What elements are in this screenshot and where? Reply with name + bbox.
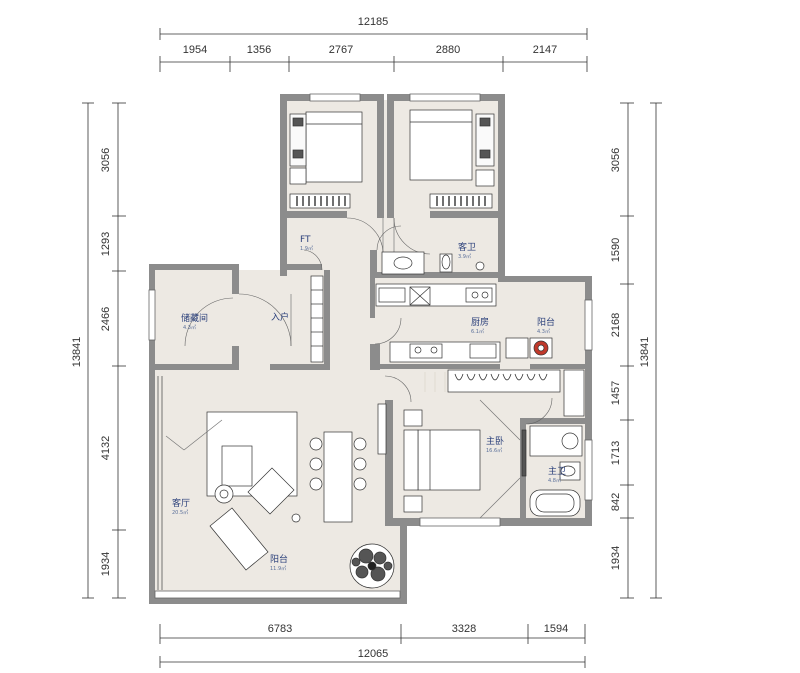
room-label-master-bath: 主卫 — [548, 465, 566, 477]
top-dimension-2: 1356 — [247, 44, 271, 56]
room-area-kitchen: 6.1㎡ — [471, 328, 484, 335]
room-area-guest-bath: 3.9㎡ — [458, 253, 471, 260]
top-dimension-1: 1954 — [183, 44, 207, 56]
room-area-balcony: 11.9㎡ — [270, 565, 286, 572]
windows — [148, 93, 593, 599]
room-area-storage: 4.3㎡ — [183, 324, 196, 331]
bedroom-3-furniture — [409, 109, 495, 209]
right-dimension-6: 842 — [610, 493, 622, 511]
bottom-dimension-3: 1594 — [544, 623, 568, 635]
right-dimension-7: 1934 — [610, 546, 622, 570]
master-bedroom-furniture — [403, 369, 585, 519]
entry-cabinet — [310, 275, 324, 363]
plant — [349, 543, 395, 589]
room-label-entry: 入户 — [271, 311, 289, 323]
bottom-total-dimension: 12065 — [358, 648, 389, 660]
living-window — [157, 376, 163, 590]
kitchen-fixtures — [375, 283, 501, 363]
right-dimension-1: 3056 — [610, 148, 622, 172]
right-dimension-2: 1590 — [610, 238, 622, 262]
room-label-living-room: 客厅 — [172, 497, 190, 509]
left-dimension-2: 1293 — [100, 232, 112, 256]
bottom-dimension-lines — [159, 624, 586, 668]
left-dimension-4: 4132 — [100, 436, 112, 460]
master-bath-fixtures — [529, 425, 583, 517]
right-dimension-lines — [620, 102, 662, 599]
top-dimension-5: 2147 — [533, 44, 557, 56]
bottom-dimension-2: 3328 — [452, 623, 476, 635]
room-label-storage: 储藏间 — [181, 312, 208, 324]
top-dimension-4: 2880 — [436, 44, 460, 56]
room-label-guest-bath: 客卫 — [458, 241, 476, 253]
left-dimension-3: 2466 — [100, 307, 112, 331]
right-dimension-5: 1713 — [610, 441, 622, 465]
right-total-dimension: 13841 — [639, 337, 651, 368]
room-label-ft: FT — [300, 235, 311, 245]
room-area-master-bedroom: 16.6㎡ — [486, 447, 502, 454]
top-dimension-lines — [159, 28, 588, 72]
right-dimension-4: 1457 — [610, 381, 622, 405]
left-total-dimension: 13841 — [71, 337, 83, 368]
room-area-ft: 1.9㎡ — [300, 245, 313, 252]
room-label-balcony: 阳台 — [270, 553, 288, 565]
room-label-kitchen: 厨房 — [471, 316, 489, 328]
bottom-dimension-1: 6783 — [268, 623, 292, 635]
left-dimension-lines — [82, 102, 126, 599]
room-area-living-room: 20.5㎡ — [172, 509, 188, 516]
living-room-furniture — [165, 403, 387, 571]
left-dimension-5: 1934 — [100, 552, 112, 576]
top-total-dimension: 12185 — [358, 16, 389, 28]
utility-balcony-fixtures — [505, 337, 553, 359]
top-dimension-3: 2767 — [329, 44, 353, 56]
room-label-utility-balcony: 阳台 — [537, 316, 555, 328]
room-area-master-bath: 4.8㎡ — [548, 477, 561, 484]
guest-bath-fixtures — [381, 251, 485, 275]
bedroom-2-furniture — [289, 111, 363, 209]
room-label-master-bedroom: 主卧 — [486, 435, 504, 447]
right-dimension-3: 2168 — [610, 313, 622, 337]
room-area-utility-balcony: 4.3㎡ — [537, 328, 550, 335]
left-dimension-1: 3056 — [100, 148, 112, 172]
